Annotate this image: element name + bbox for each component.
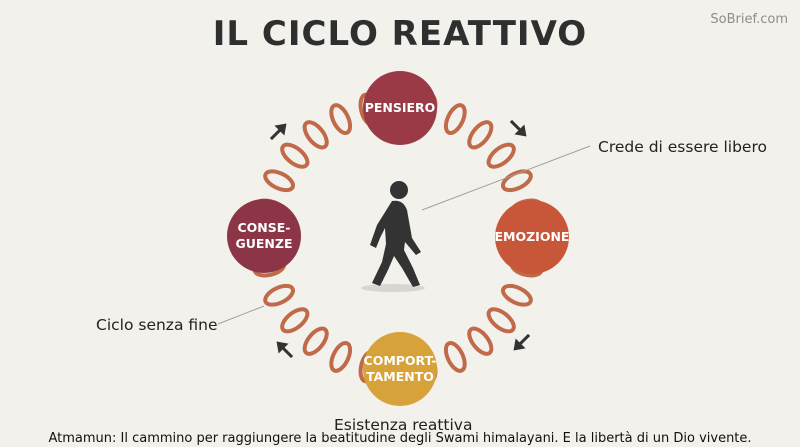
node-label-emozione: EMOZIONE [492, 229, 572, 245]
node-label-line: TAMENTO [366, 369, 434, 384]
chain-link [443, 103, 467, 136]
chain-link [302, 326, 329, 356]
chain-link [280, 307, 310, 334]
chain-link [329, 103, 353, 136]
arrow-icon [269, 123, 287, 141]
chain-link [329, 340, 353, 373]
chain-link [486, 142, 516, 169]
chain-link [280, 142, 310, 169]
arrow-icon [513, 333, 531, 351]
caption: Atmamun: Il cammino per raggiungere la b… [48, 431, 752, 446]
leader-line-free [421, 145, 591, 211]
node-label-line: PENSIERO [364, 100, 436, 115]
node-label-comportamento: COMPORT- TAMENTO [360, 353, 440, 385]
chain-link [302, 120, 329, 150]
arrow-icon [276, 341, 294, 359]
arrow-icon [509, 119, 527, 137]
node-label-pensiero: PENSIERO [360, 100, 440, 116]
leader-line-endless [217, 305, 265, 325]
chain-link [486, 307, 516, 334]
chain-link [263, 169, 296, 193]
watermark: SoBrief.com [710, 12, 788, 27]
chain-link [500, 169, 533, 193]
chain-link [263, 283, 296, 307]
node-label-line: EMOZIONE [494, 229, 570, 244]
annotation-reactive: Esistenza reattiva [334, 416, 473, 434]
node-label-line: CONSE- [237, 220, 291, 235]
node-label-conseguenze: CONSE- GUENZE [224, 220, 304, 252]
node-label-line: COMPORT- [363, 353, 437, 368]
annotation-endless: Ciclo senza fine [96, 316, 218, 334]
node-conseguenze [227, 199, 301, 273]
walking-person-icon [361, 181, 425, 292]
node-emozione [495, 200, 569, 274]
page-title: IL CICLO REATTIVO [212, 14, 588, 54]
node-pensiero [363, 71, 437, 145]
node-label-line: GUENZE [235, 236, 293, 251]
chain-link [443, 340, 467, 373]
annotation-free: Crede di essere libero [598, 138, 767, 156]
chain-link [500, 283, 533, 307]
chain-link [467, 326, 494, 356]
node-comportamento [363, 332, 437, 406]
chain-link [467, 120, 494, 150]
